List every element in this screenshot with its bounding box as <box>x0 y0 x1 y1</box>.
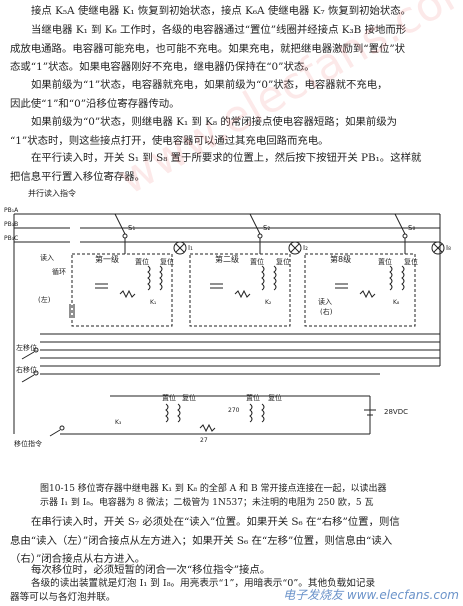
label-s2: S₂ <box>263 224 270 232</box>
label-read-in: 读入 <box>40 253 54 262</box>
text-line: 接点 K₅A 使继电器 K₁ 恢复到初始状态，接点 K₆A 使继电器 K₇ 恢复… <box>31 5 412 17</box>
lamp-i8-icon <box>431 241 445 255</box>
label-set-1: 置位 <box>135 257 149 266</box>
resistor-icons <box>119 289 376 433</box>
label-reset-1: 复位 <box>160 257 174 266</box>
circuit-diagram: 并行读入指令 PB₁A PB₁B PB₁C 读入 循环 (左) 第一级 第二级 … <box>4 188 451 448</box>
text-line: 因此使“1”和“0”沿移位寄存器传动。 <box>10 97 180 110</box>
para-bottom-2: 每次移位时，必须短暂的闭合一次“移位指令”接点。 <box>10 561 455 580</box>
para-bottom-1: 在串行读入时，开关 S₇ 必须处在“读入”位置。如果开关 S₆ 在“右移”位置，… <box>10 513 455 569</box>
text-line: 如果前级为“1”状态，电容器就充电，如果前级为“0”状态，电容器就不充电， <box>31 79 388 91</box>
label-right: (右) <box>320 307 333 316</box>
label-stage-8: 第8级 <box>330 254 351 264</box>
label-shift-cmd: 移位指令 <box>14 439 42 448</box>
label-left-shift: 左移位 <box>16 343 37 352</box>
label-parallel-read: 并行读入指令 <box>28 188 76 198</box>
figure-caption: 图10-15 移位寄存器中继电器 K₁ 到 K₈ 的全部 A 和 B 常开接点连… <box>40 482 450 510</box>
label-28vdc: 28VDC <box>384 408 408 416</box>
text-line: “1”状态时，则这些接点打开，使电容器可以通过其充电回路而充电。 <box>10 134 329 147</box>
label-i1: I₁ <box>188 244 193 252</box>
label-reset-k: 复位 <box>182 393 196 402</box>
para-top-4: 如果前级为“0”状态，则继电器 K₁ 到 K₈ 的常闭接点使电容器短路；如果前级… <box>10 113 455 150</box>
label-27: 27 <box>200 437 208 444</box>
caption-line: 示器 I₁ 到 I₈。电容器为 8 微法；二极管为 1N537；未注明的电阻为 … <box>40 498 374 508</box>
text-line: （右）”闭合接点从右方进入。 <box>10 553 146 565</box>
label-set-k: 置位 <box>162 393 176 402</box>
label-read-in-right: 读入 <box>318 297 332 306</box>
text-line: 在平行读入时，开关 S₁ 到 S₈ 置于所要求的位置上，然后按下按钮开关 PB₁… <box>31 152 422 164</box>
label-reset-2: 复位 <box>276 257 290 266</box>
text-line: 把信息平行置入移位寄存器。 <box>10 170 146 183</box>
left-switches <box>21 347 65 437</box>
text-line: 各级的读出装置就是灯泡 I₁ 到 I₈。用亮表示“1”，用暗表示“0”。其他负载… <box>31 578 376 589</box>
para-top-1: 接点 K₅A 使继电器 K₁ 恢复到初始状态，接点 K₆A 使继电器 K₇ 恢复… <box>10 2 455 21</box>
para-top-5: 在平行读入时，开关 S₁ 到 S₈ 置于所要求的位置上，然后按下按钮开关 PB₁… <box>10 149 455 186</box>
label-reset-k2: 复位 <box>268 393 282 402</box>
label-stage-1: 第一级 <box>95 254 119 264</box>
label-i8: I₈ <box>446 244 451 252</box>
para-bottom-3: 各级的读出装置就是灯泡 I₁ 到 I₈。用亮表示“1”，用暗表示“0”。其他负载… <box>10 577 455 605</box>
label-pb-a: PB₁A <box>4 207 19 214</box>
lamp-i1-icon <box>173 241 187 255</box>
switch-s8 <box>394 213 408 254</box>
label-set-k2: 置位 <box>246 393 260 402</box>
bus-lines <box>13 213 441 435</box>
label-k8: K₈ <box>393 299 400 306</box>
watermark: 电子发烧友 www.elecfans.com <box>283 588 459 602</box>
label-k3: K₃ <box>115 419 122 426</box>
label-pb-b: PB₁B <box>4 221 18 228</box>
label-set-8: 置位 <box>378 257 392 266</box>
capacitor-icons <box>69 283 348 318</box>
caption-line: 图10-15 移位寄存器中继电器 K₁ 到 K₈ 的全部 A 和 B 常开接点连… <box>40 484 387 494</box>
text-line: 息由“读入（左）”闭合接点从左方进入；如果开关 S₆ 在“左移”位置，则信息由“… <box>10 534 393 547</box>
text-line: 如果前级为“0”状态，则继电器 K₁ 到 K₈ 的常闭接点使电容器短路；如果前级… <box>31 116 398 128</box>
text-line: 成放电通路。电容器可能充电，也可能不充电。如果充电，就把继电器激励到“置位”状 <box>10 42 406 55</box>
text-line: 态或“1”状态。如果电容器刚好不充电，继电器仍保持在“0”状态。 <box>10 61 315 73</box>
label-reset-8: 复位 <box>404 257 418 266</box>
coil-icons <box>147 265 405 423</box>
para-top-3: 如果前级为“1”状态，电容器就充电，如果前级为“0”状态，电容器就不充电， 因此… <box>10 76 455 113</box>
label-k2: K₂ <box>265 299 272 306</box>
label-stage-2: 第二级 <box>215 254 239 264</box>
label-270: 270 <box>228 407 240 414</box>
text-line: 每次移位时，必须短暂的闭合一次“移位指令”接点。 <box>31 564 271 576</box>
label-s8: S₈ <box>408 224 415 232</box>
para-top-2: 当继电器 K₁ 到 K₆ 工作时，各级的电容器通过“置位”线圈并经接点 K₃B … <box>10 21 455 77</box>
lamp-i2-icon <box>288 241 302 255</box>
label-set-2: 置位 <box>250 257 264 266</box>
label-pb-c: PB₁C <box>4 235 18 242</box>
label-i2: I₂ <box>303 244 308 252</box>
stage-boxes <box>71 253 416 327</box>
label-loop: 循环 <box>52 267 66 276</box>
label-right-shift: 右移位 <box>16 365 37 374</box>
battery-icon <box>364 396 376 434</box>
switch-s2 <box>249 213 263 254</box>
text-line: 在串行读入时，开关 S₇ 必须处在“读入”位置。如果开关 S₆ 在“右移”位置，… <box>31 516 400 528</box>
text-line: 当继电器 K₁ 到 K₆ 工作时，各级的电容器通过“置位”线圈并经接点 K₃B … <box>31 24 407 36</box>
label-k1: K₁ <box>150 299 157 306</box>
switch-s1 <box>114 213 128 254</box>
label-left: (左) <box>38 295 51 304</box>
label-s1: S₁ <box>128 224 135 232</box>
text-line: 器等可以与各灯泡并联。 <box>10 592 116 603</box>
